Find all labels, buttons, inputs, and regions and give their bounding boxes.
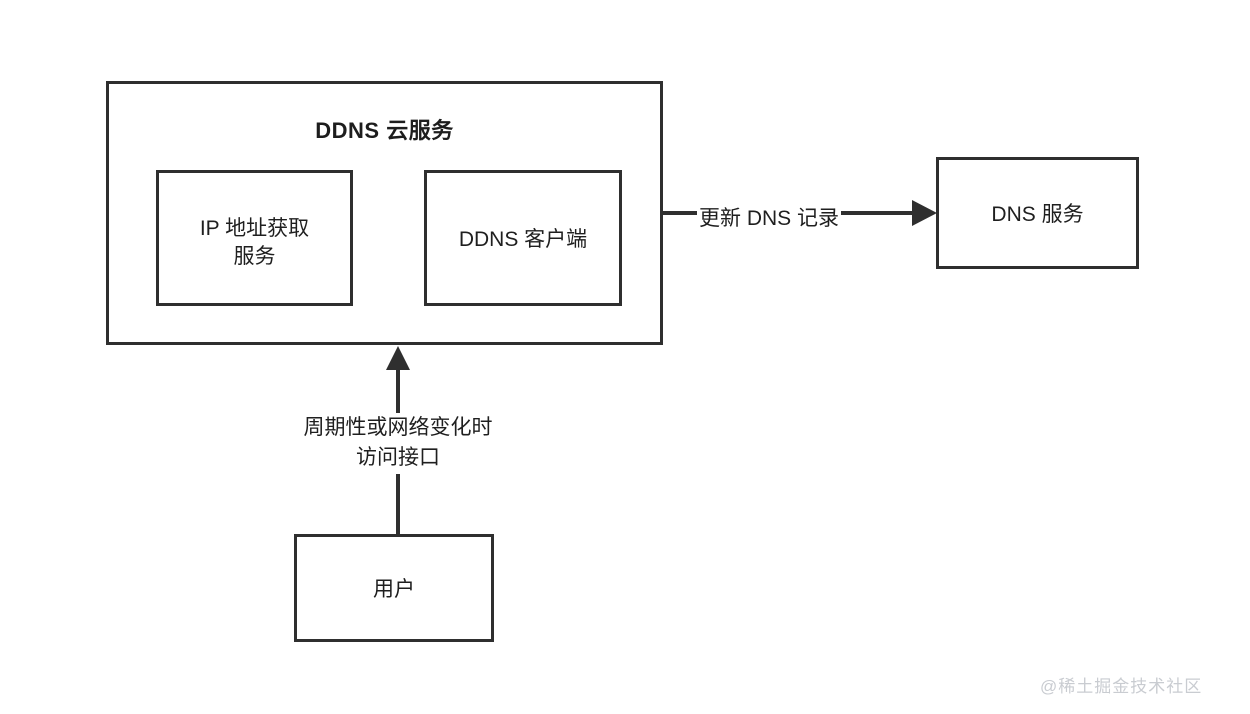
edge-cloud-to-dns-label: 更新 DNS 记录 — [697, 202, 842, 232]
node-user: 用户 — [294, 534, 494, 642]
watermark: @稀土掘金技术社区 — [1040, 677, 1203, 696]
arrow-up-icon — [386, 346, 410, 370]
node-ip-address-service-label: IP 地址获取 服务 — [199, 217, 310, 269]
node-user-label: 用户 — [373, 578, 415, 601]
node-ddns-cloud-service-title: DDNS 云服务 — [315, 118, 454, 143]
node-dns-service-label: DNS 服务 — [991, 203, 1084, 226]
node-ddns-client: DDNS 客户端 — [424, 170, 622, 306]
arrow-right-icon — [912, 200, 937, 226]
node-ip-address-service: IP 地址获取 服务 — [156, 170, 353, 306]
node-ddns-client-label: DDNS 客户端 — [458, 228, 588, 251]
edge-user-to-cloud-label: 周期性或网络变化时 访问接口 — [248, 413, 548, 474]
node-dns-service: DNS 服务 — [936, 157, 1139, 269]
